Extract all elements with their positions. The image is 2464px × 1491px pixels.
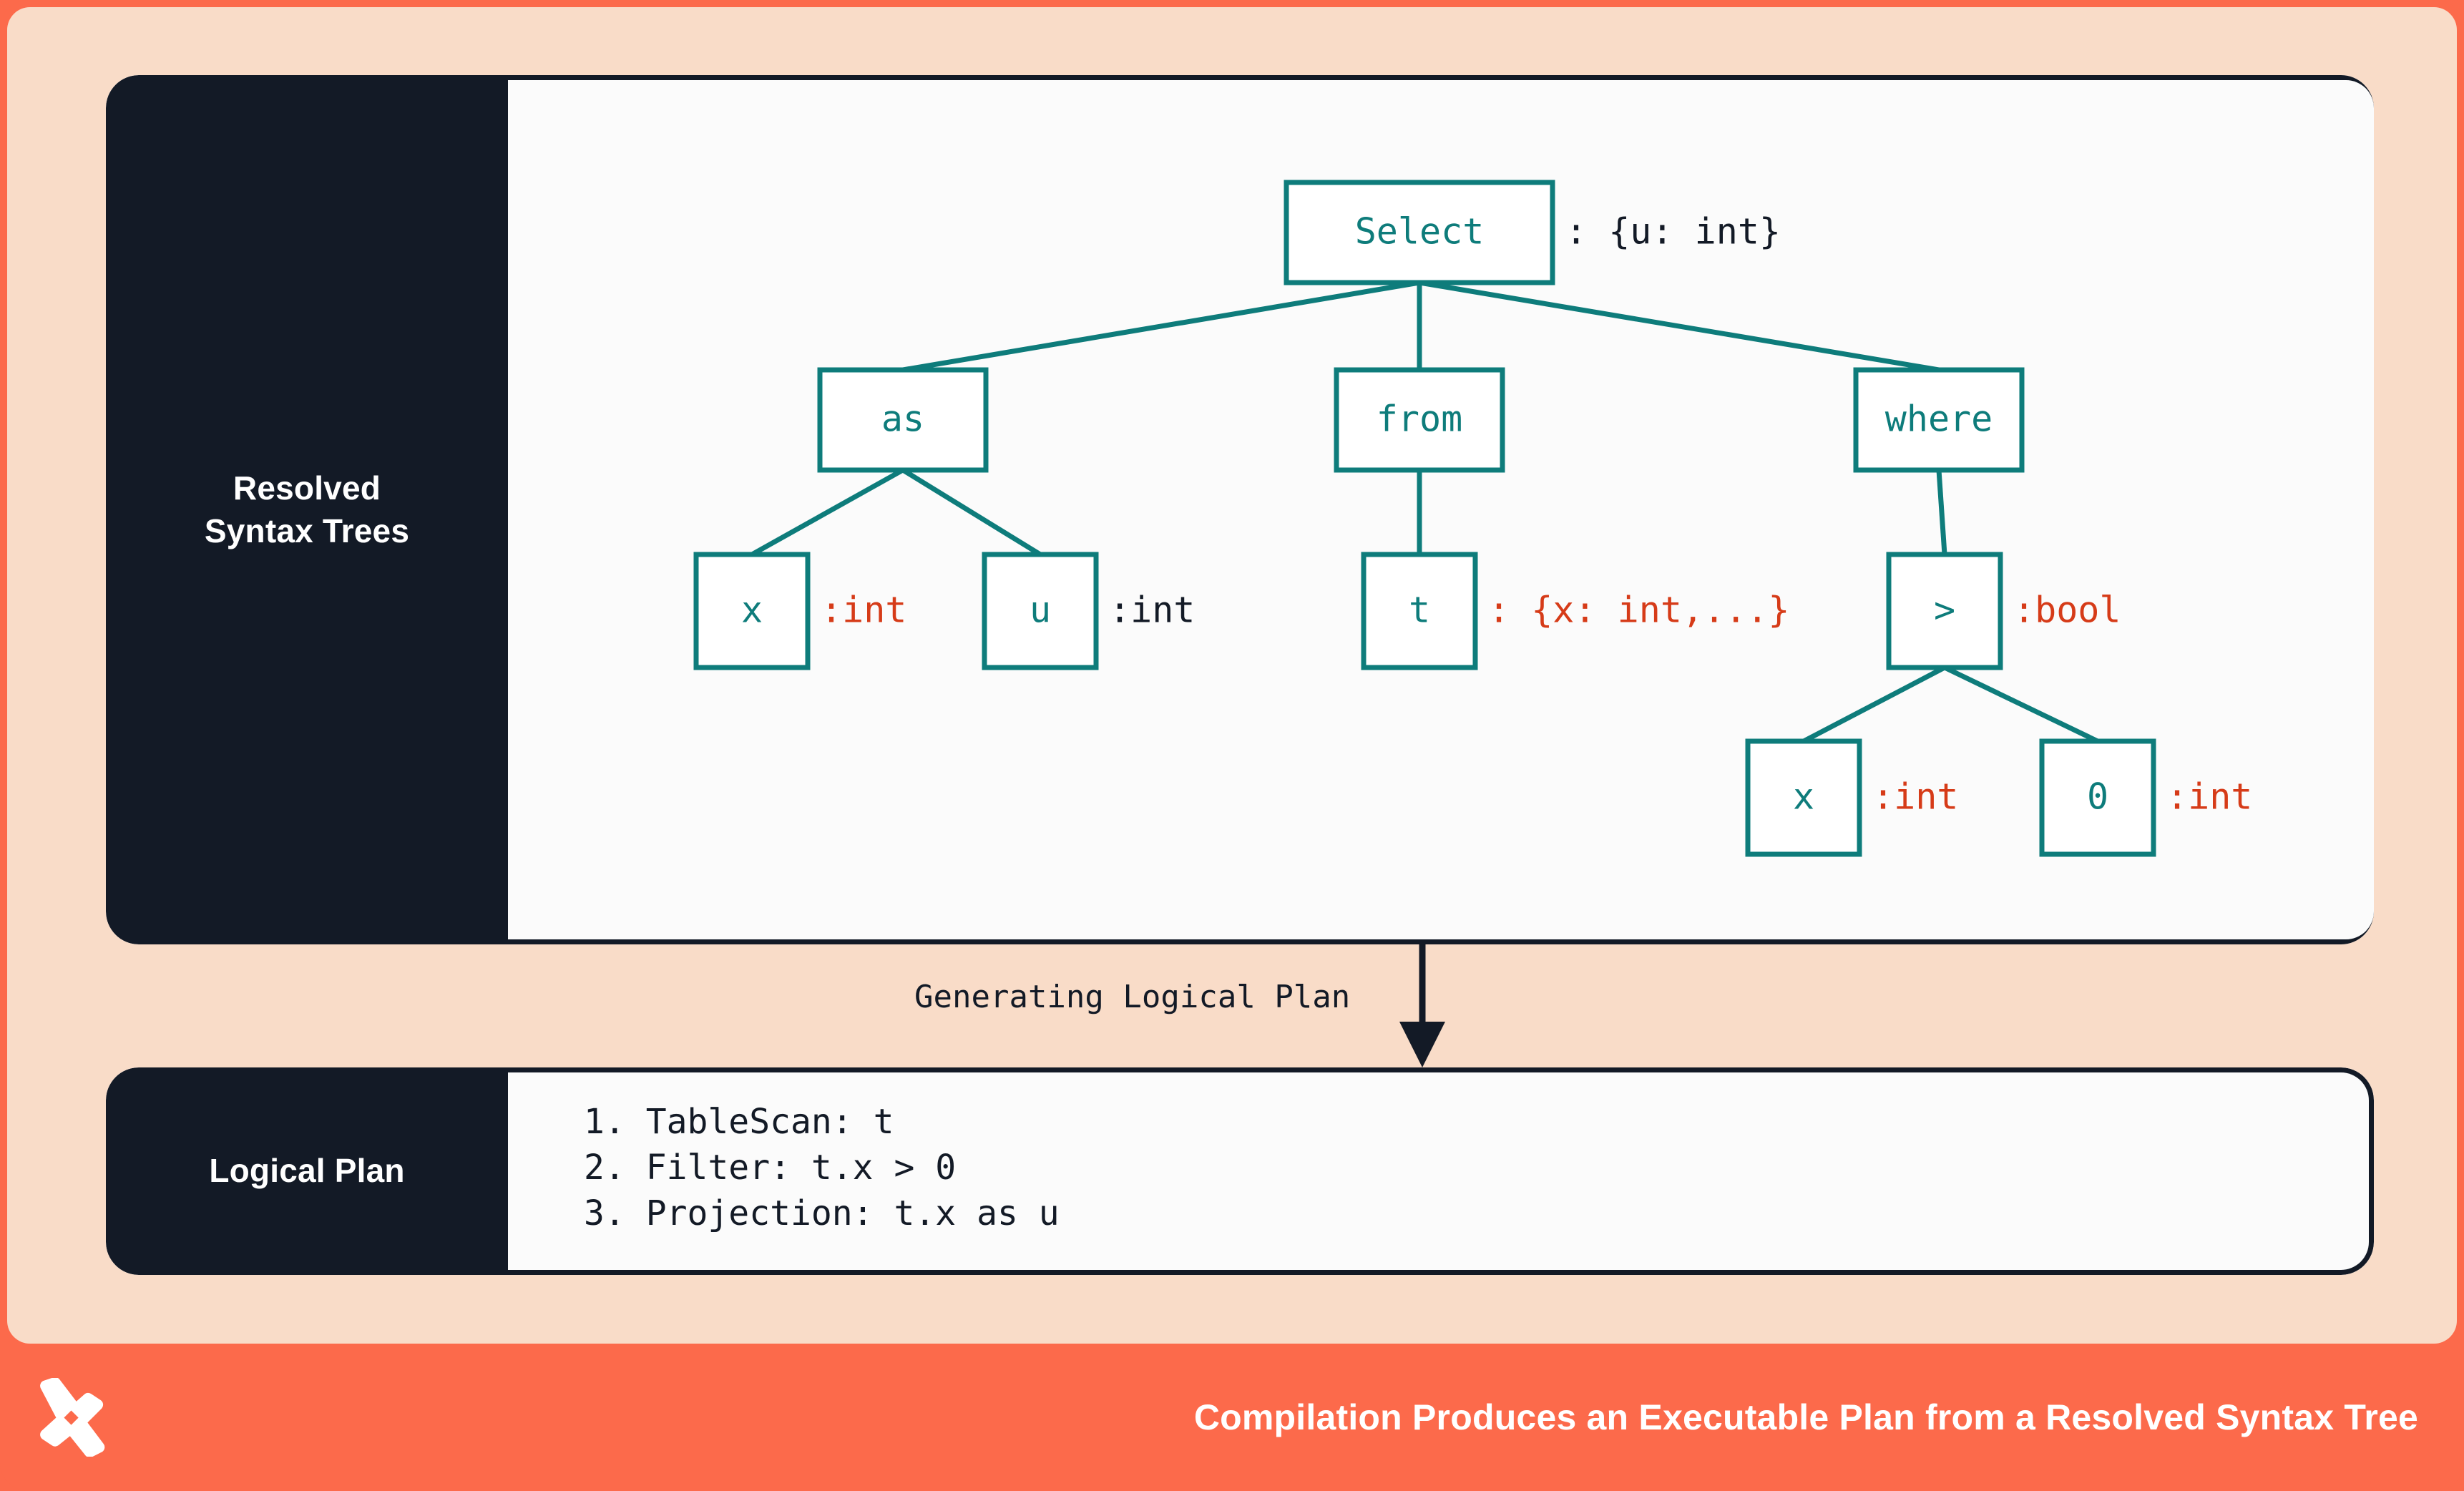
node-label-where: where [1885, 399, 1993, 440]
rail-label-line1: Resolved [233, 469, 381, 507]
tree-edge [1419, 280, 1940, 373]
node-box-as-u [982, 552, 1099, 670]
rail-label-line2: Syntax Trees [204, 512, 410, 549]
node-type-from-t: : {x: int,...} [1488, 590, 1789, 631]
node-box-gt-0 [2039, 738, 2156, 857]
tree-edge [901, 468, 1042, 557]
logical-plan-steps: 1. TableScan: t 2. Filter: t.x > 0 3. Proj… [584, 1100, 1060, 1236]
node-box-as-x [693, 552, 811, 670]
syntax-tree-canvas: Select : {u: int} as from where x :int u :int t : … [508, 75, 2374, 944]
tree-node-gt-0: 0 :int [2039, 738, 2252, 857]
node-label-as: as [881, 399, 924, 440]
node-label-select: Select [1355, 211, 1485, 253]
resolved-syntax-trees-label: Resolved Syntax Trees [205, 467, 409, 553]
logical-plan-step: 3. Projection: t.x as u [584, 1193, 1060, 1233]
logical-plan-label: Logical Plan [209, 1152, 405, 1190]
tree-edge [1936, 469, 1947, 555]
node-type-gt: :bool [2013, 590, 2121, 631]
node-label-from-t: t [1409, 590, 1430, 631]
node-type-gt-x: :int [1872, 776, 1958, 818]
banner-title: Compilation Produces an Executable Plan … [1193, 1397, 2418, 1437]
node-label-from: from [1377, 399, 1462, 440]
tree-node-from: from [1334, 367, 1505, 473]
node-type-gt-0: :int [2166, 776, 2252, 818]
node-label-gt-x: x [1793, 776, 1814, 818]
node-box-from [1334, 367, 1505, 473]
down-arrow-icon [1399, 944, 1445, 1067]
node-label-gt-0: 0 [2087, 776, 2108, 818]
node-type-as-u: :int [1109, 590, 1195, 631]
logical-plan-rail: Logical Plan [106, 1067, 508, 1275]
syntax-tree-svg: Select : {u: int} as from where x :int u :int t : … [693, 180, 2252, 857]
tree-edge [1802, 665, 1946, 744]
node-label-as-u: u [1030, 590, 1051, 631]
tree-node-from-t: t : {x: int,...} [1361, 552, 1789, 670]
tree-edge [902, 280, 1420, 373]
node-box-from-t [1361, 552, 1478, 670]
logical-plan-body: 1. TableScan: t 2. Filter: t.x > 0 3. Proj… [508, 1067, 2374, 1275]
node-type-as-x: :int [821, 590, 906, 631]
node-label-gt: > [1934, 590, 1955, 631]
tree-node-where: where [1853, 367, 2025, 473]
resolved-syntax-trees-rail: Resolved Syntax Trees [106, 75, 508, 944]
tree-node-as: as [817, 367, 989, 473]
tree-node-as-x: x :int [693, 552, 906, 670]
node-box-gt-x [1745, 738, 1862, 857]
node-box-select [1284, 180, 1555, 285]
arrow-label: Generating Logical Plan [914, 979, 1351, 1015]
tree-edge [1943, 665, 2099, 744]
bottom-banner: Compilation Produces an Executable Plan … [0, 1344, 2464, 1491]
node-box-where [1853, 367, 2025, 473]
node-type-select: : {u: int} [1565, 211, 1781, 253]
tree-node-as-u: u :int [982, 552, 1195, 670]
resolved-syntax-trees-card: Resolved Syntax Trees Select : {u: int} as… [106, 75, 2374, 944]
node-box-gt [1886, 552, 2003, 670]
tree-edge [751, 467, 904, 557]
node-box-as [817, 367, 989, 473]
tree-node-gt: > :bool [1886, 552, 2121, 670]
generating-logical-plan-arrow-zone: Generating Logical Plan [106, 944, 2374, 1067]
node-label-as-x: x [741, 590, 763, 631]
logical-plan-step: 1. TableScan: t [584, 1102, 894, 1142]
tree-node-select: Select : {u: int} [1284, 180, 1781, 285]
x-logo-icon [40, 1378, 105, 1457]
tree-node-gt-x: x :int [1745, 738, 1958, 857]
logical-plan-card: Logical Plan 1. TableScan: t 2. Filter: t… [106, 1067, 2374, 1275]
logical-plan-step: 2. Filter: t.x > 0 [584, 1147, 957, 1188]
